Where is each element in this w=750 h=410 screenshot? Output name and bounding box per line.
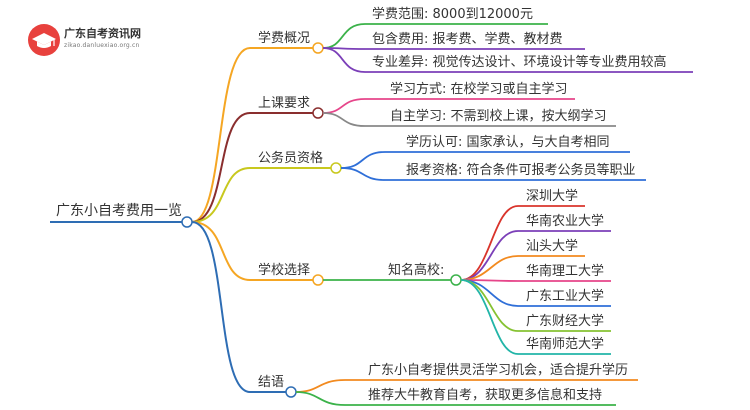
graduation-cap-icon [28, 24, 60, 56]
leaf-label: 华南师范大学 [526, 336, 604, 352]
site-logo: 广东自考资讯网 zikao.danluexiao.org.cn [28, 22, 178, 58]
leaf-label: 包含费用: 报考费、学费、教材费 [372, 31, 563, 47]
leaf-label: 深圳大学 [526, 188, 578, 204]
logo-subtitle: zikao.danluexiao.org.cn [64, 42, 140, 49]
leaf-label: 自主学习: 不需到校上课，按大纲学习 [390, 108, 607, 124]
leaf-label: 专业差异: 视觉传达设计、环境设计等专业费用较高 [372, 54, 667, 70]
leaf-label: 广东财经大学 [526, 313, 604, 329]
leaf-label: 学历认可: 国家承认，与大自考相同 [406, 134, 610, 150]
leaf-label: 华南理工大学 [526, 263, 604, 279]
branch-tuition-overview: 学费概况 学费范围: 8000到12000元 包含费用: 报考费、学费、教材费 … [250, 6, 693, 73]
root-node: 广东小自考费用一览 [50, 203, 193, 228]
branch-conclusion: 结语 广东小自考提供灵活学习机会，适合提升学历 推荐大牛教育自考，获取更多信息和… [250, 362, 638, 406]
root-label: 广东小自考费用一览 [56, 203, 182, 219]
leaf-label: 汕头大学 [526, 238, 578, 254]
branch-connector-1 [191, 47, 251, 223]
root-joint [181, 216, 193, 228]
leaf-label: 学费范围: 8000到12000元 [372, 6, 533, 22]
leaf-label: 广东工业大学 [526, 288, 604, 304]
leaf-label: 报考资格: 符合条件可报考公务员等职业 [406, 162, 636, 178]
branch-joint [312, 274, 324, 286]
branch-connector-3 [191, 167, 251, 223]
branch-joint [330, 162, 342, 174]
branch-joint [312, 107, 324, 119]
branch-joint [285, 386, 297, 398]
branch-connector-4 [191, 221, 251, 281]
leaf-label: 广东小自考提供灵活学习机会，适合提升学历 [368, 362, 628, 378]
branch-label: 上课要求 [258, 96, 310, 111]
branch-school-choice: 学校选择 知名高校: 深圳大学 华南农业大学 汕头大学 华南理工大学 广东工业大… [250, 188, 611, 355]
leaf-label: 学习方式: 在校学习或自主学习 [390, 81, 568, 97]
branch-label: 公务员资格 [258, 150, 323, 166]
logo-title: 广东自考资讯网 [64, 27, 141, 40]
sub-joint [450, 274, 462, 286]
branch-connector-5 [191, 221, 251, 393]
branch-class-requirements: 上课要求 学习方式: 在校学习或自主学习 自主学习: 不需到校上课，按大纲学习 [250, 81, 616, 127]
leaf-label: 推荐大牛教育自考，获取更多信息和支持 [368, 387, 602, 403]
branch-label: 学费概况 [258, 30, 310, 46]
branch-civil-servant-eligibility: 公务员资格 学历认可: 国家承认，与大自考相同 报考资格: 符合条件可报考公务员… [250, 134, 646, 181]
branch-joint [312, 42, 324, 54]
leaf-label: 华南农业大学 [526, 213, 604, 229]
branch-label: 学校选择 [258, 262, 310, 278]
branch-connector-2 [191, 112, 251, 223]
sub-label: 知名高校: [388, 262, 444, 278]
branch-label: 结语 [258, 375, 284, 390]
